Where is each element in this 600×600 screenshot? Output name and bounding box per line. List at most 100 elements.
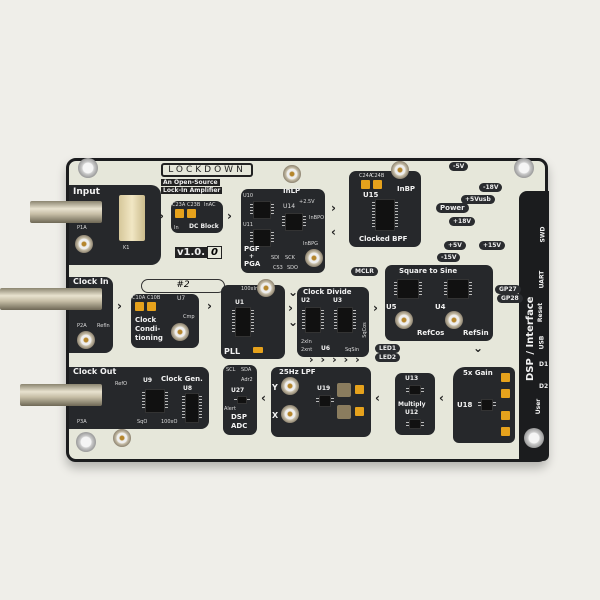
arrow-left-icon: ‹ (261, 391, 266, 405)
c10a-label: C10A (132, 295, 146, 301)
d1-label: D1 (539, 361, 549, 368)
arrow-right-icon: › (207, 299, 212, 313)
inlp-label: InLP (283, 187, 301, 195)
sqcos-label: SqCos (361, 322, 368, 338)
c24b-label: C24B (371, 173, 385, 179)
dsp-adc-panel: SCL SDA Adr2 U27 Alert DSP ADC (223, 365, 257, 435)
u9-label: U9 (143, 377, 153, 384)
dc-block-panel: C23A C23B InAC In DC Block (171, 201, 223, 233)
refcos-label: RefCos (417, 329, 445, 337)
u7-label: U7 (177, 295, 186, 302)
100xin-sma-connector[interactable] (257, 279, 275, 297)
u27-label: U27 (231, 387, 245, 394)
arrow-right-icon: › (227, 209, 232, 223)
inbp-sma-connector[interactable] (391, 161, 409, 179)
swd-label: SWD (539, 226, 547, 243)
inbp-label: InBP (397, 185, 416, 193)
rail-plus18v: +18V (449, 217, 476, 226)
square-to-sine-label: Square to Sine (399, 267, 458, 275)
mclr-label: MCLR (351, 267, 378, 276)
arrow-down-icon: ⌄ (288, 315, 299, 329)
c24a-label: C24A (359, 173, 373, 179)
2xin-label: 2xIn (301, 339, 312, 345)
inbpg-label: InBPG (303, 241, 318, 247)
multiply-label: Multiply (398, 401, 426, 408)
u13-label: U13 (405, 375, 419, 382)
p2a-label: P2A (77, 323, 87, 329)
clock-in-bnc-connector[interactable] (0, 288, 102, 310)
inbpg-sma-connector[interactable] (305, 249, 323, 267)
version-label: v1.0.0 (175, 246, 223, 259)
inbpo-label: InBPO (309, 215, 325, 221)
pgf-label: PGF (244, 245, 260, 253)
refsin-label: RefSin (463, 329, 489, 337)
user-label: User (535, 398, 543, 415)
input-sma-connector[interactable] (75, 235, 93, 253)
reset-label: Reset (537, 302, 545, 323)
rail-plus5v: +5V (444, 241, 466, 250)
cmp-sma-connector[interactable] (171, 323, 189, 341)
inlp-sma-connector[interactable] (283, 165, 301, 183)
sdi-label: SDI (271, 255, 280, 261)
u3-label: U3 (333, 297, 343, 304)
u2-label: U2 (301, 297, 311, 304)
alert-label: Alert (224, 406, 236, 412)
u1-label: U1 (235, 299, 245, 306)
pgf-pga-panel: U10 U11 U14 +2.5V InBPO InBPG PGF + PGA … (241, 189, 325, 273)
u15-label: U15 (363, 191, 379, 199)
rail-minus5v: -5V (449, 162, 469, 171)
arrow-down-icon: ⌄ (473, 341, 484, 355)
usb-label: USB (538, 335, 546, 350)
title-box: LOCKDOWN (161, 163, 253, 177)
u10-label: U10 (243, 193, 254, 199)
y-label: Y (272, 383, 278, 392)
gain-label: 5x Gain (463, 369, 493, 377)
clock-conditioning-label: Clock (135, 316, 157, 324)
pll-panel: 100xIn U1 PLL (221, 285, 285, 359)
v25-label: +2.5V (299, 199, 315, 205)
mounting-nut (524, 428, 544, 448)
clock-divide-panel: Clock Divide U2 U3 2xIn 2xnt U6 SqSin Sq… (297, 287, 369, 357)
x-sma-connector[interactable] (281, 405, 299, 423)
lpf-label: 25Hz LPF (279, 368, 316, 376)
square-to-sine-panel: Square to Sine U5 U4 RefCos RefSin (385, 265, 493, 341)
dsp-adc-label: ADC (231, 422, 248, 430)
dsp-interface-strip (519, 191, 549, 461)
rail-minus15v: -15V (437, 253, 461, 262)
clock-in-sma-connector[interactable] (77, 331, 95, 349)
input-bnc-connector[interactable] (30, 201, 102, 223)
clock-conditioning-label: Condi- (135, 325, 161, 333)
arrow-left-icon: ‹ (331, 225, 336, 239)
gain-panel: 5x Gain U18 (453, 367, 515, 443)
input-panel: Input K1 P1A (69, 185, 161, 265)
gp28-label: GP28 (497, 294, 523, 303)
clock-divide-label: Clock Divide (303, 288, 352, 296)
dsp-interface-label: DSP / Interface (525, 296, 536, 381)
c23a-label: C23A (172, 202, 186, 208)
u6-label: U6 (321, 345, 331, 352)
sck-label: SCK (285, 255, 295, 261)
subtitle-1: An Open-Source (161, 179, 220, 186)
sdo-label: SDO (287, 265, 298, 271)
dc-block-label: DC Block (189, 223, 219, 230)
arrow-left-icon: ‹ (375, 391, 380, 405)
2xnt-label: 2xnt (301, 347, 313, 353)
u14-label: U14 (283, 203, 296, 210)
mounting-nut (78, 158, 98, 178)
in-label: In (174, 225, 179, 231)
clock-out-bnc-connector[interactable] (20, 384, 102, 406)
pga-label: PGA (244, 260, 261, 268)
y-sma-connector[interactable] (281, 377, 299, 395)
clock-in-label: Clock In (73, 277, 109, 286)
pll-label: PLL (224, 347, 241, 356)
dsp-adc-label: DSP (231, 413, 247, 421)
refsin-sma-connector[interactable] (445, 311, 463, 329)
u8-label: U8 (183, 385, 193, 392)
u18-label: U18 (457, 401, 473, 409)
gp27-label: GP27 (495, 285, 521, 294)
arrow-right-icon: › (159, 209, 164, 223)
refcos-sma-connector[interactable] (395, 311, 413, 329)
u5-label: U5 (386, 303, 397, 311)
scl-label: SCL (226, 367, 236, 373)
clock-out-sma-connector[interactable] (113, 429, 131, 447)
